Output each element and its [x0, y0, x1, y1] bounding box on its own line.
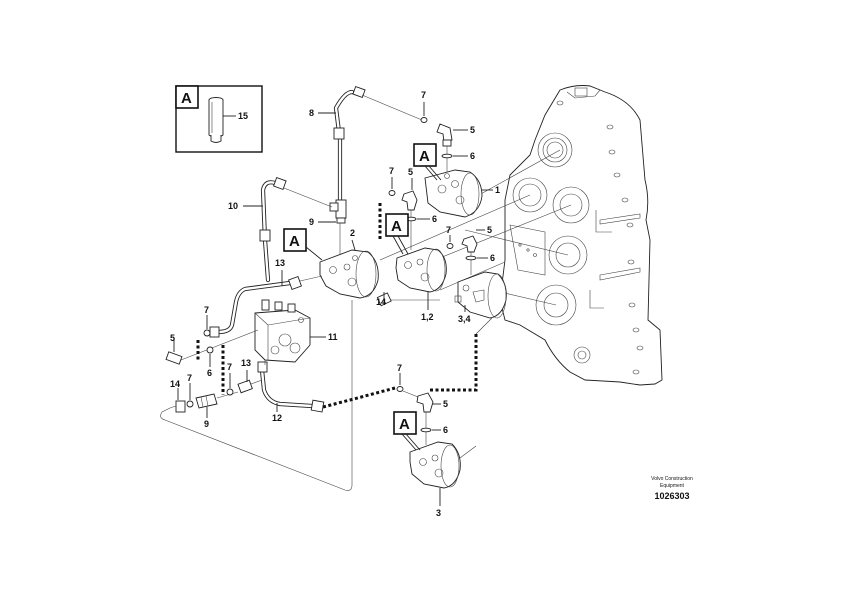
- label-6-left: 6: [207, 368, 212, 378]
- label-5-top: 5: [470, 125, 475, 135]
- label-9-lower: 9: [204, 419, 209, 429]
- valve-1[interactable]: [424, 169, 483, 218]
- valve-block-11[interactable]: [254, 299, 311, 363]
- label-5-right: 5: [487, 225, 492, 235]
- svg-text:A: A: [391, 218, 402, 235]
- label-8: 8: [309, 108, 314, 118]
- label-5-mid: 5: [408, 167, 413, 177]
- elbow-fitting-5-mid[interactable]: [401, 190, 418, 211]
- label-3-4: 3,4: [458, 314, 471, 324]
- o-ring-7-top[interactable]: [420, 117, 428, 123]
- label-5-left: 5: [170, 333, 175, 343]
- tee-fitting-9-top[interactable]: [329, 199, 347, 224]
- reference-number: 1026303: [654, 491, 689, 501]
- valve-3[interactable]: [409, 441, 461, 489]
- o-ring-6-left[interactable]: [206, 346, 214, 354]
- o-ring-7-bottom[interactable]: [396, 386, 404, 392]
- label-9-top: 9: [309, 217, 314, 227]
- label-7-lower-left: 7: [187, 373, 192, 383]
- transmission-housing: [499, 85, 663, 386]
- label-3: 3: [436, 508, 441, 518]
- view-marker-a-3: A: [385, 213, 409, 255]
- label-14-mid: 14: [376, 297, 386, 307]
- label-6-bottom: 6: [443, 425, 448, 435]
- view-marker-a-1: A: [413, 143, 442, 181]
- label-6-right: 6: [490, 253, 495, 263]
- fitting-14-left[interactable]: [169, 400, 186, 413]
- valve-1-2[interactable]: [395, 247, 447, 293]
- label-7-lower-mid: 7: [227, 362, 232, 372]
- label-13-top: 13: [275, 258, 285, 268]
- view-marker-a-2: A: [283, 228, 323, 261]
- pipe-8[interactable]: [333, 85, 366, 203]
- elbow-fitting-5-bottom[interactable]: [416, 392, 434, 413]
- o-ring-7-right[interactable]: [446, 243, 454, 249]
- seal-6-right[interactable]: [465, 255, 477, 261]
- label-10: 10: [228, 201, 238, 211]
- inset-view-a: A 15: [175, 85, 263, 153]
- label-7-left: 7: [204, 305, 209, 315]
- label-11: 11: [328, 332, 338, 342]
- svg-text:A: A: [399, 416, 410, 433]
- label-7-bottom: 7: [397, 363, 402, 373]
- label-1-2: 1,2: [421, 312, 434, 322]
- label-14-left: 14: [170, 379, 180, 389]
- label-13-lower: 13: [241, 358, 251, 368]
- label-7-top: 7: [421, 90, 426, 100]
- company-name-line2: Equipment: [660, 483, 685, 489]
- inset-marker: A: [181, 90, 192, 107]
- o-ring-7-lower-mid[interactable]: [226, 388, 234, 396]
- view-marker-a-4: A: [393, 411, 421, 451]
- svg-text:A: A: [419, 148, 430, 165]
- fitting-13-lower[interactable]: [237, 379, 253, 394]
- hose-loop[interactable]: [160, 300, 353, 491]
- valve-2[interactable]: [319, 249, 379, 299]
- label-7-mid: 7: [389, 166, 394, 176]
- company-name-line1: Volvo Construction: [651, 476, 693, 482]
- dashed-hose-right[interactable]: [430, 334, 478, 392]
- filter-part-15[interactable]: [208, 97, 224, 143]
- label-2: 2: [350, 228, 355, 238]
- check-valve-9[interactable]: [195, 393, 218, 409]
- pipe-10[interactable]: [259, 176, 287, 283]
- elbow-fitting-5-right[interactable]: [461, 235, 478, 253]
- svg-text:A: A: [289, 233, 300, 250]
- o-ring-7-left[interactable]: [203, 329, 211, 337]
- label-6-top: 6: [470, 151, 475, 161]
- label-1: 1: [495, 185, 500, 195]
- fitting-5-left[interactable]: [165, 351, 183, 365]
- label-15: 15: [238, 111, 248, 121]
- elbow-fitting-5-top[interactable]: [436, 123, 453, 147]
- reference-block: Volvo Construction Equipment 1026303: [651, 476, 693, 501]
- o-ring-7-lower-left[interactable]: [186, 400, 194, 408]
- label-7-right: 7: [446, 225, 451, 235]
- pipe-12[interactable]: [257, 361, 325, 413]
- label-5-bottom: 5: [443, 399, 448, 409]
- label-12: 12: [272, 413, 282, 423]
- dashed-hose-bottom[interactable]: [322, 386, 396, 409]
- label-6-mid: 6: [432, 214, 437, 224]
- seal-6-bottom[interactable]: [420, 427, 432, 433]
- valve-3-4[interactable]: [454, 271, 507, 319]
- o-ring-7-mid[interactable]: [388, 190, 396, 196]
- seal-6-top[interactable]: [441, 153, 453, 159]
